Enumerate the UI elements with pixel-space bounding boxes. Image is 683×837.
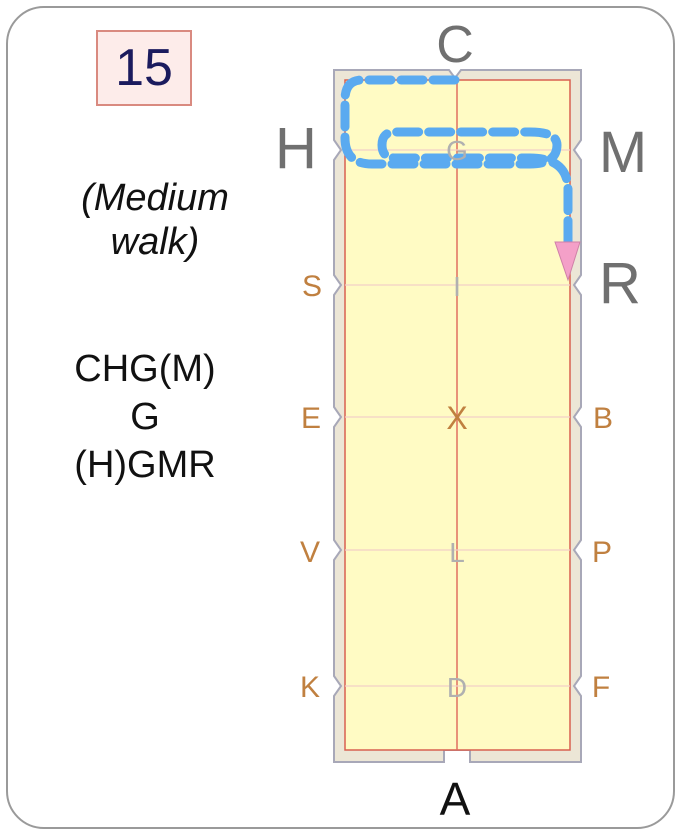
marker-l: L: [449, 537, 465, 568]
movement-pattern: CHG(M) G (H)GMR: [30, 345, 260, 489]
marker-s: S: [302, 270, 322, 303]
marker-f: F: [592, 671, 610, 704]
route-path: [340, 75, 573, 253]
marker-v: V: [300, 536, 320, 569]
route-arrow: [554, 241, 581, 282]
marker-h: H: [275, 116, 317, 181]
pattern-line-3: (H)GMR: [74, 444, 216, 486]
marker-b: B: [593, 402, 613, 435]
marker-p: P: [592, 536, 612, 569]
subtitle-line-2: walk): [110, 221, 200, 263]
test-number-badge: 15: [96, 30, 192, 106]
marker-c: C: [436, 16, 474, 74]
subtitle-line-1: (Medium: [81, 177, 229, 219]
marker-x: X: [446, 400, 467, 436]
marker-g: G: [446, 135, 468, 166]
marker-e: E: [301, 402, 321, 435]
marker-a: A: [440, 773, 471, 825]
test-subtitle: (Medium walk): [40, 176, 270, 264]
pattern-line-1: CHG(M): [74, 348, 216, 390]
marker-r: R: [599, 251, 641, 316]
marker-i: I: [453, 271, 461, 302]
pattern-line-2: G: [130, 396, 160, 438]
marker-m: M: [599, 120, 647, 185]
marker-d: D: [447, 672, 467, 703]
test-number: 15: [115, 39, 173, 97]
marker-k: K: [300, 671, 320, 704]
